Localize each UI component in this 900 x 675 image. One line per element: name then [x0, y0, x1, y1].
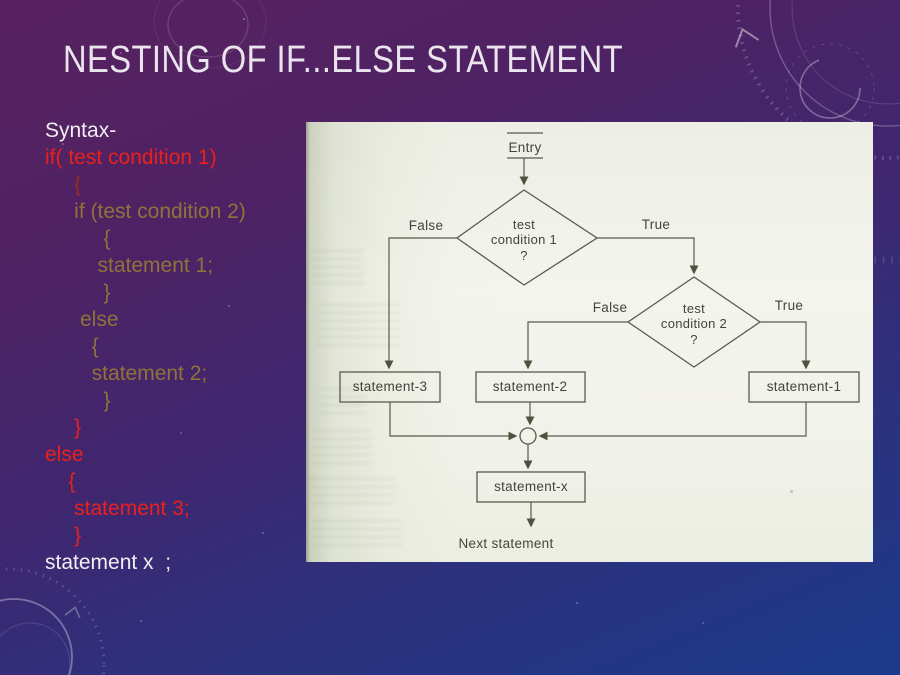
slide-title: NESTING OF IF...ELSE STATEMENT [63, 39, 624, 81]
star-dot [262, 532, 264, 534]
star-dot [62, 143, 64, 145]
scan-speck [790, 490, 793, 493]
statement-3-box: statement-3 [339, 371, 441, 403]
connector-false1-to-statement3 [384, 237, 457, 370]
code-line: { [45, 335, 99, 358]
entry-terminal: Entry [507, 132, 543, 159]
code-line: Syntax- [45, 119, 117, 142]
code-line: { [45, 173, 82, 196]
star-dot [576, 602, 578, 604]
star-dot [228, 305, 230, 307]
scan-artifact [314, 430, 372, 464]
decision-2-false-label: False [593, 300, 628, 315]
syntax-block: Syntax- if( test condition 1) { if (test… [45, 117, 246, 576]
scan-artifact [320, 388, 366, 418]
decision-2-text: ? [690, 332, 698, 347]
code-line: if (test condition 2) [45, 200, 246, 223]
statement-1-box: statement-1 [748, 371, 860, 403]
connector-true2-to-statement1 [760, 321, 811, 370]
code-line: } [45, 389, 111, 412]
decision-2-true-label: True [775, 298, 803, 313]
decision-2: test condition 2 ? [626, 276, 762, 368]
statement-1-label: statement-1 [767, 379, 842, 394]
star-dot [140, 620, 142, 622]
code-line: if( test condition 1) [45, 146, 217, 169]
decision-1-text: test [513, 217, 535, 232]
scan-artifact [316, 304, 400, 346]
code-line: { [45, 470, 76, 493]
next-statement-label: Next statement [459, 536, 554, 551]
code-line: } [45, 416, 82, 439]
connector-statement3-to-junction [389, 402, 518, 441]
scan-artifact [308, 478, 396, 506]
star-dot [243, 18, 245, 20]
code-line: { [45, 227, 111, 250]
decision-1-text: condition 1 [491, 232, 557, 247]
connector-false2-to-statement2 [523, 321, 628, 370]
code-line: statement 3; [45, 497, 190, 520]
code-line: else [45, 443, 84, 466]
star-dot [702, 622, 704, 624]
connector-true1-to-decision2 [597, 237, 699, 275]
code-line: else [45, 308, 119, 331]
star-dot [180, 432, 182, 434]
code-line: } [45, 281, 111, 304]
statement-2-box: statement-2 [475, 371, 586, 403]
code-line: statement 2; [45, 362, 208, 385]
code-line: statement 1; [45, 254, 214, 277]
star-dot [438, 46, 440, 48]
statement-x-label: statement-x [494, 479, 568, 494]
statement-3-label: statement-3 [353, 379, 428, 394]
scan-artifact [312, 520, 402, 546]
statement-2-label: statement-2 [493, 379, 568, 394]
statement-x-box: statement-x [476, 471, 586, 503]
decision-2-text: test [683, 301, 705, 316]
code-line: } [45, 524, 82, 547]
connector-statement1-to-junction [538, 402, 807, 441]
code-line: statement x ; [45, 551, 172, 574]
star-dot [120, 52, 122, 54]
scan-artifact [312, 250, 364, 290]
entry-label: Entry [508, 140, 541, 155]
flowchart-svg: Entry test condition 1 ? False True test… [339, 132, 860, 551]
flowchart-scan-image: Entry test condition 1 ? False True test… [306, 122, 873, 562]
decision-2-text: condition 2 [661, 316, 727, 331]
decision-1-text: ? [520, 248, 528, 263]
decision-1-true-label: True [642, 217, 670, 232]
junction-circle [519, 427, 537, 445]
decision-1: test condition 1 ? [455, 189, 599, 286]
decision-1-false-label: False [409, 218, 444, 233]
